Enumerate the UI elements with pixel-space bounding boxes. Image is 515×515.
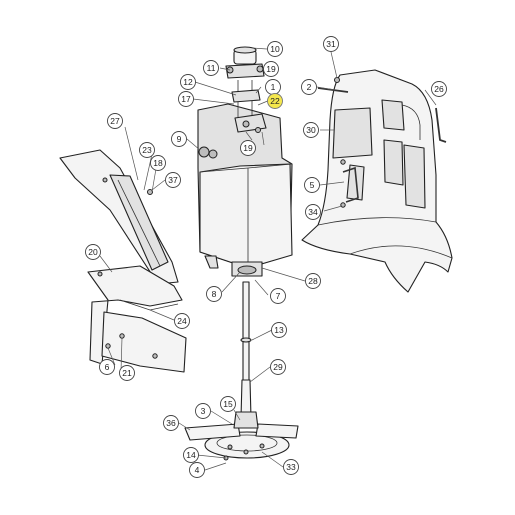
spinner-assembly bbox=[184, 411, 299, 461]
callout-8[interactable]: 8 bbox=[206, 286, 222, 302]
callout-19-bottom[interactable]: 19 bbox=[240, 140, 256, 156]
svg-text:18: 18 bbox=[153, 158, 163, 168]
callout-30[interactable]: 30 bbox=[303, 122, 319, 138]
svg-text:36: 36 bbox=[166, 418, 176, 428]
svg-text:33: 33 bbox=[286, 462, 296, 472]
svg-text:6: 6 bbox=[105, 362, 110, 372]
callout-34[interactable]: 34 bbox=[305, 204, 321, 220]
callout-4[interactable]: 4 bbox=[189, 462, 205, 478]
svg-text:23: 23 bbox=[142, 145, 152, 155]
svg-text:19: 19 bbox=[243, 143, 253, 153]
leader-lines bbox=[99, 47, 437, 471]
svg-text:13: 13 bbox=[274, 325, 284, 335]
callout-14[interactable]: 14 bbox=[183, 447, 199, 463]
gearbox-housing bbox=[197, 46, 293, 419]
svg-text:10: 10 bbox=[270, 44, 280, 54]
callout-12[interactable]: 12 bbox=[180, 74, 196, 90]
callout-28[interactable]: 28 bbox=[305, 273, 321, 289]
svg-text:31: 31 bbox=[326, 39, 336, 49]
callout-20[interactable]: 20 bbox=[85, 244, 101, 260]
callout-17[interactable]: 17 bbox=[178, 91, 194, 107]
callout-29[interactable]: 29 bbox=[270, 359, 286, 375]
callout-13[interactable]: 13 bbox=[271, 322, 287, 338]
callout-3[interactable]: 3 bbox=[195, 403, 211, 419]
callout-10[interactable]: 10 bbox=[267, 41, 283, 57]
svg-text:28: 28 bbox=[308, 276, 318, 286]
svg-text:22: 22 bbox=[270, 96, 280, 106]
callout-18[interactable]: 18 bbox=[150, 155, 166, 171]
svg-text:26: 26 bbox=[434, 84, 444, 94]
callout-31[interactable]: 31 bbox=[323, 36, 339, 52]
callout-24[interactable]: 24 bbox=[174, 313, 190, 329]
callout-37[interactable]: 37 bbox=[165, 172, 181, 188]
callout-22-highlighted[interactable]: 22 bbox=[267, 93, 283, 109]
callout-5[interactable]: 5 bbox=[304, 177, 320, 193]
callout-11[interactable]: 11 bbox=[203, 60, 219, 76]
svg-text:29: 29 bbox=[273, 362, 283, 372]
callout-7[interactable]: 7 bbox=[270, 288, 286, 304]
chute-and-frame bbox=[59, 149, 187, 373]
callout-2[interactable]: 2 bbox=[301, 79, 317, 95]
svg-text:14: 14 bbox=[186, 450, 196, 460]
callout-19-top[interactable]: 19 bbox=[263, 61, 279, 77]
svg-text:19: 19 bbox=[266, 64, 276, 74]
callout-15[interactable]: 15 bbox=[220, 396, 236, 412]
svg-text:30: 30 bbox=[306, 125, 316, 135]
callout-9[interactable]: 9 bbox=[171, 131, 187, 147]
svg-text:20: 20 bbox=[88, 247, 98, 257]
svg-text:9: 9 bbox=[177, 134, 182, 144]
svg-text:17: 17 bbox=[181, 94, 191, 104]
callout-27[interactable]: 27 bbox=[107, 113, 123, 129]
svg-text:21: 21 bbox=[122, 368, 132, 378]
svg-text:8: 8 bbox=[212, 289, 217, 299]
callout-1[interactable]: 1 bbox=[265, 79, 281, 95]
callout-bubbles: 1 2 3 4 5 6 7 8 9 10 11 12 13 14 15 17 1… bbox=[85, 36, 447, 478]
svg-text:3: 3 bbox=[201, 406, 206, 416]
callout-21[interactable]: 21 bbox=[119, 365, 135, 381]
callout-26[interactable]: 26 bbox=[431, 81, 447, 97]
svg-text:7: 7 bbox=[276, 291, 281, 301]
callout-33[interactable]: 33 bbox=[283, 459, 299, 475]
svg-text:12: 12 bbox=[183, 77, 193, 87]
svg-text:5: 5 bbox=[310, 180, 315, 190]
svg-text:2: 2 bbox=[307, 82, 312, 92]
svg-text:11: 11 bbox=[207, 63, 216, 73]
svg-text:1: 1 bbox=[271, 82, 276, 92]
svg-text:34: 34 bbox=[308, 207, 318, 217]
svg-text:15: 15 bbox=[223, 399, 233, 409]
svg-text:4: 4 bbox=[195, 465, 200, 475]
hopper-cover bbox=[301, 69, 453, 293]
svg-text:37: 37 bbox=[168, 175, 178, 185]
svg-text:27: 27 bbox=[110, 116, 120, 126]
callout-36[interactable]: 36 bbox=[163, 415, 179, 431]
callout-23[interactable]: 23 bbox=[139, 142, 155, 158]
callout-6[interactable]: 6 bbox=[99, 359, 115, 375]
svg-text:24: 24 bbox=[177, 316, 187, 326]
